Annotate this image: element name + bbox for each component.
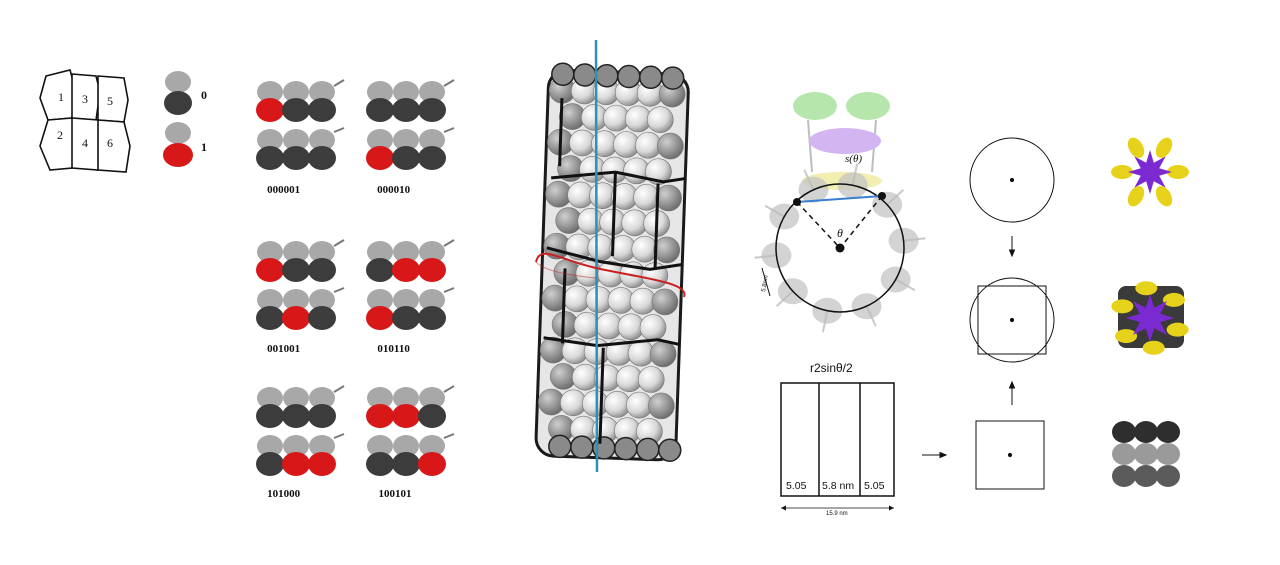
- schematic-number-1: 1: [58, 90, 64, 104]
- svg-text:000001 000010 0010: 000001 000010 001001 010110 101000 10010…: [267, 184, 413, 500]
- schematic-circle-middle: [969, 277, 1055, 363]
- ring-tail: [865, 305, 877, 327]
- chord-endpoint-right: [878, 192, 886, 200]
- cylinder-sphere: [637, 366, 665, 393]
- code-label-2: 000010: [377, 184, 411, 196]
- rotation-axis: [594, 39, 599, 473]
- legend-label-1: 1: [201, 140, 207, 154]
- schematic-number-2: 2: [57, 128, 63, 142]
- ring-tail: [903, 237, 926, 242]
- legend-state-0: 0: [164, 71, 207, 115]
- legend-label-0: 0: [201, 88, 207, 102]
- cylinder-cap-sphere: [657, 438, 682, 462]
- protein-render-bottom: [1112, 421, 1180, 487]
- strip-outline: [780, 382, 895, 497]
- cylinder-cap-sphere: [570, 435, 594, 459]
- configuration-thumbnail: [366, 239, 455, 330]
- cylinder-sphere: [655, 184, 682, 212]
- ring-tail: [821, 310, 829, 333]
- total-width-dimension: 15.9 nm: [781, 505, 894, 517]
- cylinder-sphere: [657, 132, 684, 160]
- radius-dash-left: [796, 201, 841, 249]
- code-label-4: 010110: [377, 343, 410, 355]
- theta-label: θ: [837, 226, 843, 240]
- strip-label-left: 5.05: [786, 480, 807, 492]
- schematic-number-6: 6: [107, 136, 113, 150]
- cylinder-sphere: [651, 288, 679, 316]
- cylinder-sphere: [646, 106, 674, 133]
- cylinder-tile-outlines: [543, 98, 686, 444]
- configuration-thumbnail: [256, 239, 345, 330]
- cylinder-cap-sphere: [573, 63, 597, 87]
- protein-render-middle: [1111, 281, 1189, 355]
- ring-tail: [764, 204, 785, 218]
- code-label-3: 001001: [267, 343, 300, 355]
- schematic-number-4: 4: [82, 136, 88, 150]
- ring-tail: [754, 254, 777, 259]
- schematic-cell-5: [97, 75, 129, 123]
- cylinder-cap-sphere: [595, 64, 619, 88]
- svg-text:1 3 5 2: 1 3 5 2 4 6: [57, 90, 116, 150]
- cylinder-cap-sphere: [636, 437, 660, 462]
- configuration-thumbnail: [366, 385, 455, 476]
- chord-line: [796, 195, 883, 203]
- cylinder-cap-sphere: [614, 436, 638, 461]
- configuration-grid: [256, 79, 455, 476]
- shape-schematic: [922, 137, 1055, 490]
- code-label-5: 101000: [267, 488, 301, 500]
- chord-endpoint-left: [793, 198, 801, 206]
- panel-a: 1 3 5 2 4 6 0 1 000001 000010 001001 010…: [39, 69, 455, 500]
- ring-center: [835, 243, 845, 253]
- schematic-number-3: 3: [82, 92, 88, 106]
- arc-label: s(θ): [845, 153, 862, 165]
- configuration-thumbnail: [256, 79, 345, 170]
- ring-circle: [775, 183, 905, 313]
- ring-tail: [886, 189, 905, 206]
- ring-tail: [803, 169, 815, 191]
- cylinder-sphere: [653, 236, 681, 264]
- code-label-1: 000001: [267, 184, 300, 196]
- schematic-cell-2: [39, 117, 77, 171]
- cylinder-cap-sphere: [617, 64, 641, 89]
- subunit-layout-schematic: [39, 69, 131, 173]
- legend-state-1: 1: [163, 122, 207, 167]
- panel-c: θ s(θ) 5.8nm r2sinθ/2 5.05 5.8 nm 5.05 1…: [754, 92, 1189, 517]
- ring-tail: [775, 290, 794, 307]
- panel-b-cylinder: [534, 39, 690, 473]
- width-dimension-bar: [761, 267, 771, 297]
- strip-label-middle: 5.8 nm: [822, 480, 854, 492]
- ring-tail: [895, 278, 916, 292]
- helix-back: [535, 261, 597, 279]
- width-dimension-label: 5.8nm: [761, 275, 770, 292]
- formula-label: r2sinθ/2: [810, 361, 853, 375]
- cylinder-cap-sphere: [638, 65, 663, 90]
- protein-renders: [1111, 137, 1189, 487]
- code-label-6: 100101: [379, 488, 412, 500]
- configuration-thumbnail: [366, 79, 455, 170]
- schematic-square-bottom: [975, 420, 1045, 490]
- cylinder-cap-sphere: [660, 66, 685, 90]
- svg-text:5.05 5.8 nm 5.05: 5.05 5.8 nm 5.05: [786, 480, 885, 492]
- cylinder-sphere: [647, 392, 675, 420]
- schematic-cell-6: [97, 119, 131, 173]
- cylinder-spheres: [538, 62, 686, 462]
- schematic-number-5: 5: [107, 94, 113, 108]
- total-width-label: 15.9 nm: [826, 511, 848, 517]
- helix-path: [535, 252, 686, 298]
- cylinder-cap-sphere: [551, 62, 575, 86]
- strip-label-right: 5.05: [864, 480, 885, 492]
- protein-render-top: [1111, 137, 1189, 207]
- schematic-cell-1: [39, 69, 75, 121]
- schematic-square-middle: [977, 285, 1047, 355]
- ring-tail: [851, 163, 859, 186]
- configuration-thumbnail: [256, 385, 345, 476]
- cylinder-cap-sphere: [548, 434, 572, 459]
- radius-dash-right: [839, 195, 883, 249]
- schematic-circle-top: [969, 137, 1055, 223]
